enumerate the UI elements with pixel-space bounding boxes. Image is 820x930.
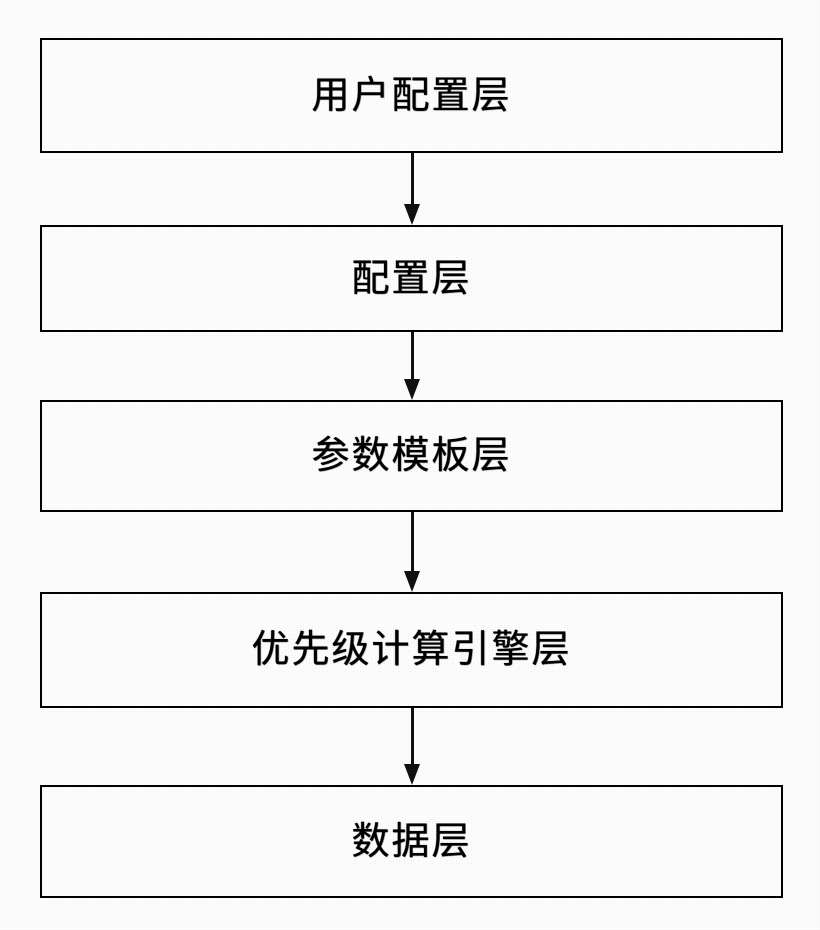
- layer-box-parameter-template-layer: 参数模板层: [40, 400, 783, 512]
- layer-box-configuration-layer: 配置层: [40, 225, 783, 332]
- layer-label-data-layer: 数据层: [351, 818, 472, 863]
- down-arrow-icon-configuration-to-parameter-template: [404, 332, 421, 400]
- arrow-stem: [411, 512, 414, 571]
- arrow-head: [404, 571, 420, 592]
- arrow-head: [404, 204, 420, 225]
- arrow-head: [404, 764, 420, 785]
- down-arrow-icon-parameter-template-to-priority-engine: [404, 512, 421, 592]
- layer-label-user-configuration-layer: 用户配置层: [311, 72, 512, 117]
- layer-label-configuration-layer: 配置层: [351, 255, 472, 300]
- arrow-head: [404, 379, 420, 400]
- arrow-stem: [411, 708, 414, 764]
- layer-box-priority-calculation-engine-layer: 优先级计算引擎层: [40, 592, 783, 708]
- layer-label-priority-calculation-engine-layer: 优先级计算引擎层: [251, 627, 572, 672]
- layer-box-user-configuration-layer: 用户配置层: [40, 38, 783, 153]
- down-arrow-icon-user-configuration-to-configuration: [404, 153, 421, 225]
- down-arrow-icon-priority-engine-to-data-layer: [404, 708, 421, 785]
- arrow-stem: [411, 153, 414, 204]
- layer-label-parameter-template-layer: 参数模板层: [311, 433, 512, 478]
- layer-box-data-layer: 数据层: [40, 785, 783, 898]
- arrow-stem: [411, 332, 414, 379]
